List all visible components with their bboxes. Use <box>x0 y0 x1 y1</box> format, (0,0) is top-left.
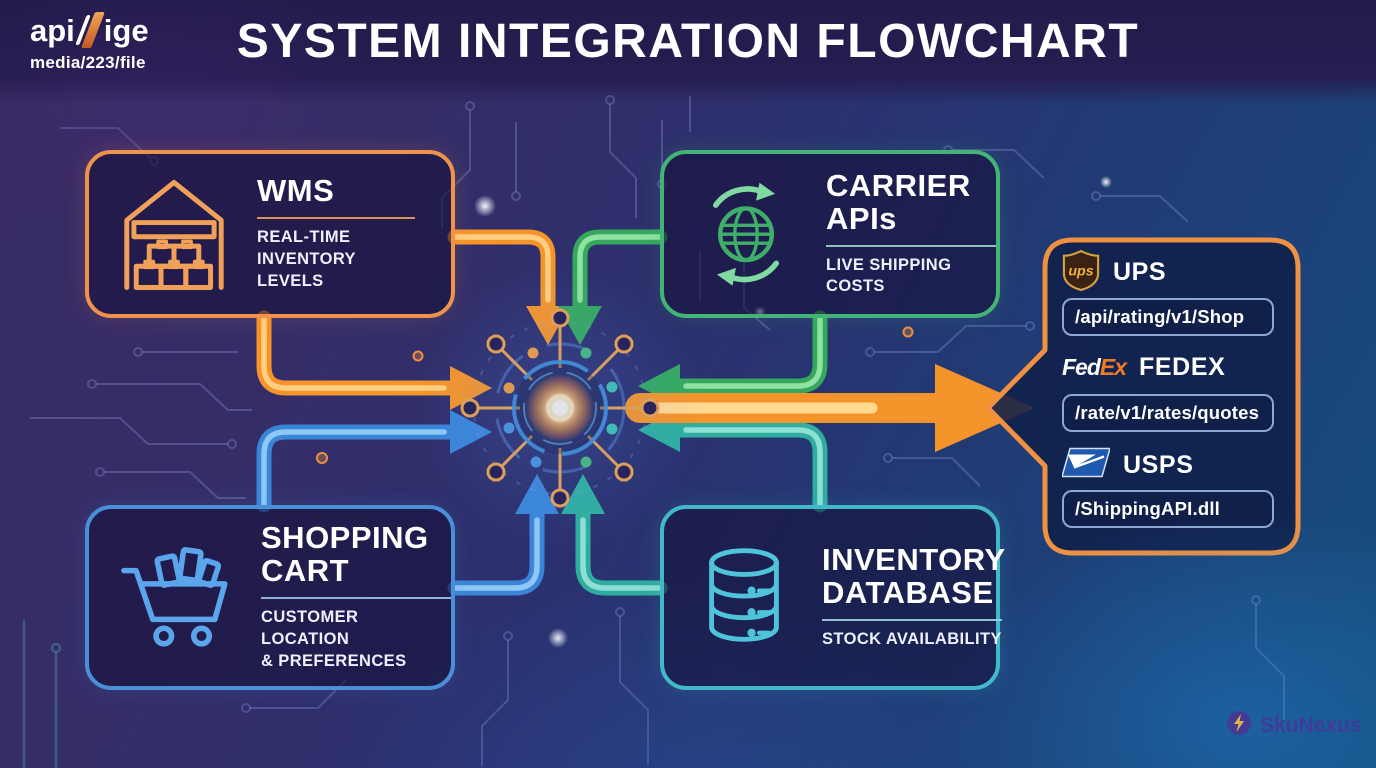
carrier-name-ups: UPS <box>1113 258 1167 286</box>
usps-logo <box>1061 446 1111 484</box>
divider <box>261 597 451 600</box>
svg-text:ups: ups <box>1068 264 1093 280</box>
circuit-traces-teal <box>22 620 62 768</box>
node-inventory-database: INVENTORY DATABASE STOCK AVAILABILITY <box>660 505 1005 690</box>
node-subtitle-carrier-apis: LIVE SHIPPING COSTS <box>826 255 952 296</box>
title-banner <box>0 0 1376 104</box>
node-title-inventory-database: INVENTORY DATABASE <box>822 542 1006 611</box>
flow-db-to-hub-up <box>561 474 668 596</box>
divider <box>826 244 996 247</box>
globe-sync-icon <box>690 176 802 293</box>
shopping-cart-icon <box>115 539 237 656</box>
node-shopping-cart: SHOPPING CART CUSTOMER LOCATION & PREFER… <box>85 505 455 690</box>
divider <box>257 217 415 220</box>
node-subtitle-wms: REAL-TIME INVENTORY LEVELS <box>257 228 356 290</box>
brand-footer: SkuNexus <box>1226 710 1362 741</box>
ups-logo: ups <box>1062 249 1100 296</box>
carrier-row-usps: USPS <box>1061 446 1194 484</box>
node-title-shopping-cart: SHOPPING CART <box>261 520 429 589</box>
carrier-row-ups: ups UPS <box>1062 249 1166 296</box>
database-icon <box>690 541 798 654</box>
carrier-name-usps: USPS <box>1123 450 1194 479</box>
divider <box>822 618 1002 621</box>
flow-hub-to-carriers-arrow <box>625 364 1035 452</box>
node-title-wms: WMS <box>257 173 335 209</box>
flow-wms-to-hub-down <box>447 229 570 345</box>
fedex-logo: FedEx <box>1062 354 1127 380</box>
logo-prefix: api <box>30 12 75 48</box>
node-wms: WMS REAL-TIME INVENTORY LEVELS <box>85 150 455 318</box>
carrier-row-fedex: FedEx FEDEX <box>1062 353 1225 382</box>
node-subtitle-shopping-cart: CUSTOMER LOCATION & PREFERENCES <box>261 608 407 670</box>
flow-cart-to-hub-right <box>256 410 492 513</box>
brand-name: SkuNexus <box>1260 713 1362 737</box>
endpoint-usps: /ShippingAPI.dll <box>1062 490 1274 528</box>
node-subtitle-inventory-database: STOCK AVAILABILITY <box>822 629 1002 648</box>
carrier-name-fedex: FEDEX <box>1139 353 1226 381</box>
logo-suffix: ige <box>103 12 149 48</box>
logo-subtext: media/223/file <box>30 53 146 72</box>
integration-hub <box>460 308 660 508</box>
warehouse-icon <box>115 173 233 296</box>
endpoint-fedex: /rate/v1/rates/quotes <box>1062 394 1274 432</box>
node-title-carrier-apis: CARRIER APIs <box>826 167 971 236</box>
page-title: SYSTEM INTEGRATION FLOWCHART <box>236 15 1140 68</box>
flow-carrier-to-hub-down <box>558 229 668 345</box>
circuit-traces <box>30 95 1285 766</box>
flow-wms-to-hub-right <box>256 310 492 410</box>
skunexus-bolt-icon <box>1226 710 1252 741</box>
flow-cart-to-hub-up <box>447 474 559 596</box>
endpoint-ups: /api/rating/v1/Shop <box>1062 298 1274 336</box>
node-carrier-apis: CARRIER APIs LIVE SHIPPING COSTS <box>660 150 1000 318</box>
